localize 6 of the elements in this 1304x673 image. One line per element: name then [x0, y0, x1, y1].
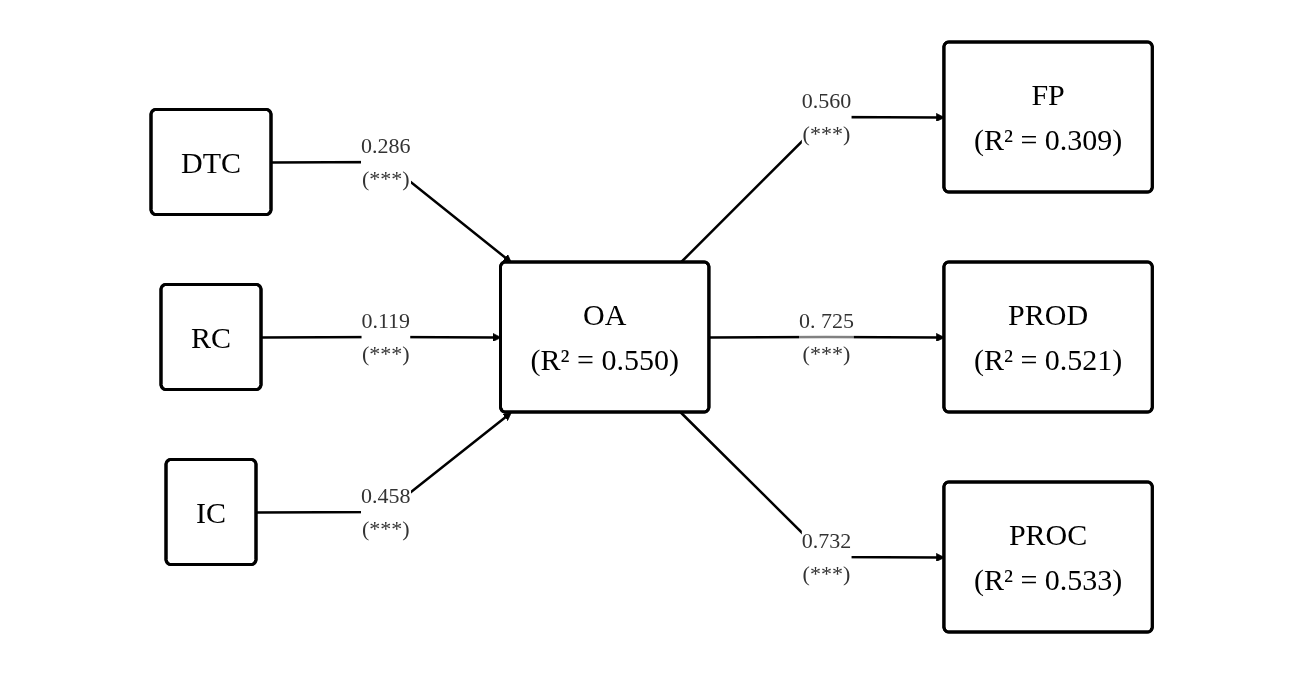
edge-label: 0.560 (***)	[802, 87, 852, 146]
edge-label: 0.732 (***)	[802, 527, 852, 586]
edge-label: 0.119 (***)	[361, 307, 411, 366]
edge-label: 0.458 (***)	[361, 482, 411, 541]
edge-label: 0. 725 (***)	[799, 307, 855, 366]
edge-label: 0.286 (***)	[361, 132, 411, 191]
